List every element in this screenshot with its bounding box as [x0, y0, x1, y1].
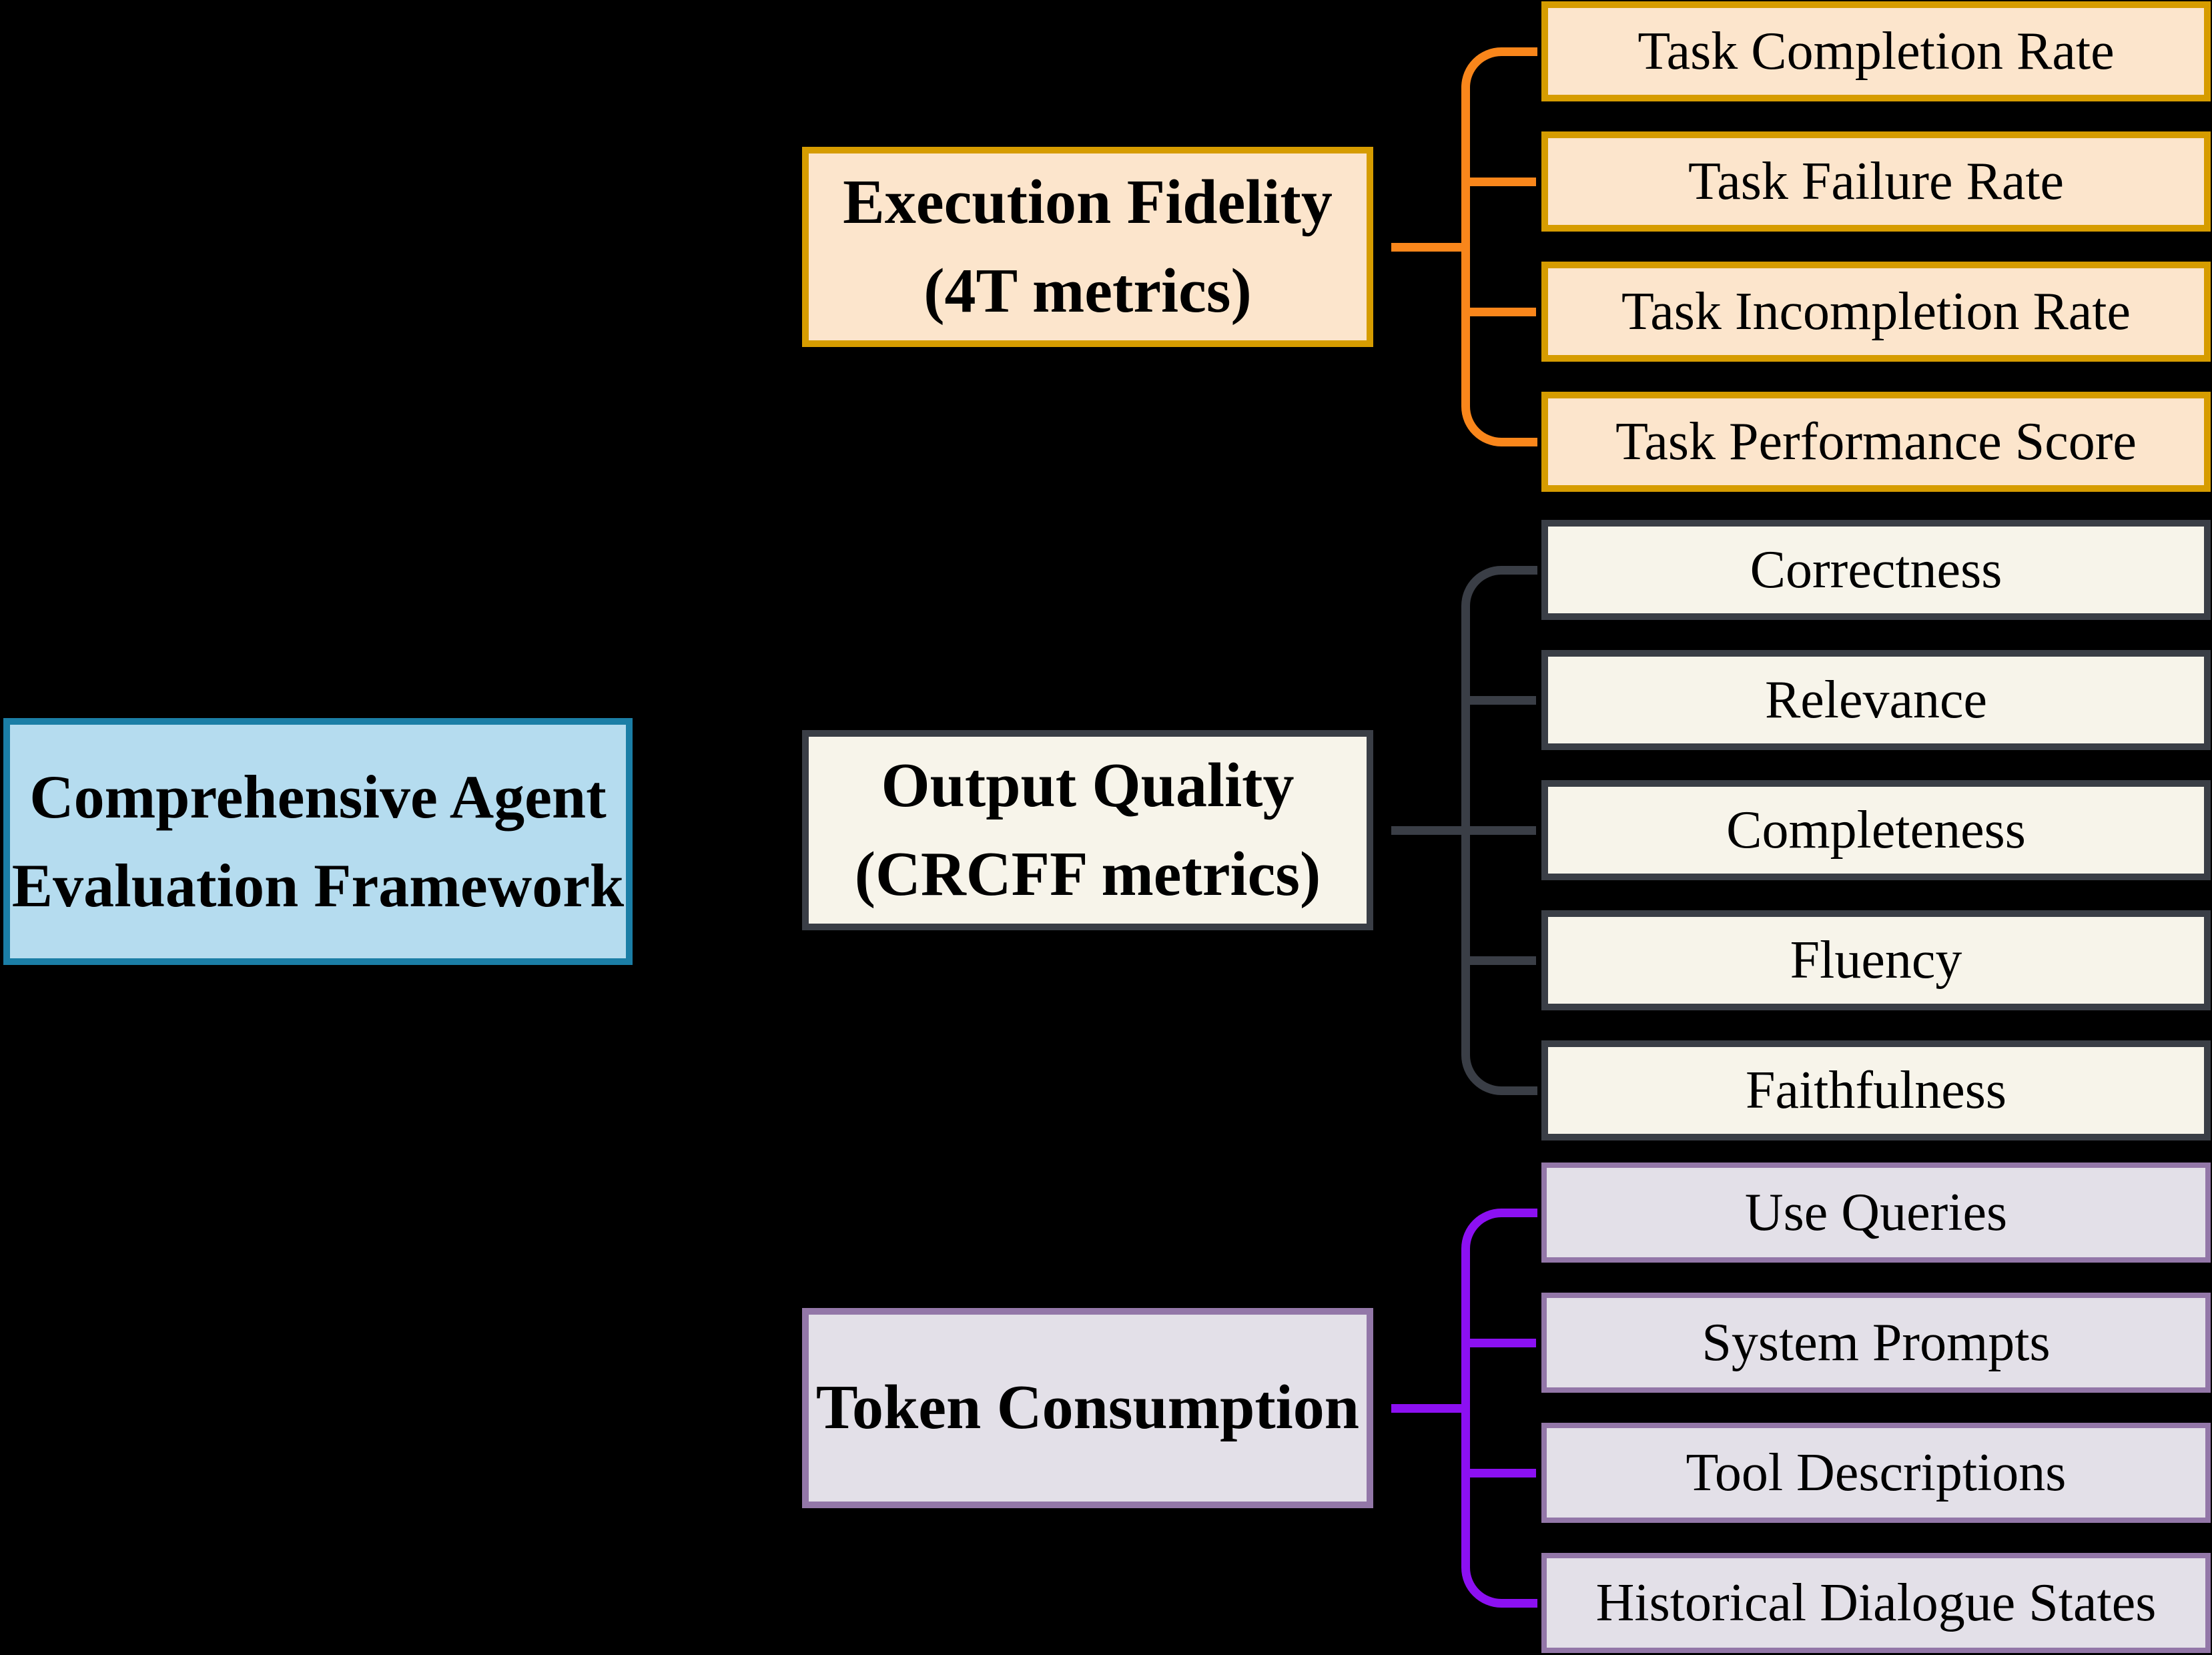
connector-stub-task-incompletion-rate	[1465, 308, 1536, 316]
leaf-node-fluency: Fluency	[1541, 910, 2211, 1010]
connector-stub-task-failure-rate	[1465, 178, 1536, 186]
category-label-line1: Output Quality	[881, 750, 1295, 820]
category-node-token-consumption: Token Consumption	[802, 1308, 1373, 1508]
connector-stub-relevance	[1465, 696, 1536, 705]
category-label-line2: (4T metrics)	[924, 256, 1252, 326]
leaf-node-task-incompletion-rate: Task Incompletion Rate	[1541, 262, 2211, 362]
connector-parent-stub-output-quality	[1391, 826, 1470, 835]
leaf-node-historical-dialogue-states: Historical Dialogue States	[1541, 1553, 2211, 1653]
root-node-comprehensive-agent-evaluation-framework: Comprehensive Agent Evaluation Framework	[3, 718, 633, 965]
leaf-node-completeness: Completeness	[1541, 780, 2211, 880]
connector-stub-fluency	[1465, 956, 1536, 965]
connector-bracket-token-consumption	[1461, 1209, 1537, 1608]
leaf-node-correctness: Correctness	[1541, 520, 2211, 620]
leaf-node-system-prompts: System Prompts	[1541, 1293, 2211, 1393]
category-node-output-quality: Output Quality (CRCFF metrics)	[802, 730, 1373, 930]
leaf-node-relevance: Relevance	[1541, 650, 2211, 750]
category-label-line2: (CRCFF metrics)	[854, 840, 1321, 909]
connector-stub-tool-descriptions	[1465, 1469, 1536, 1477]
connector-bracket-execution-fidelity	[1461, 47, 1537, 446]
root-label-line1: Comprehensive Agent	[29, 762, 607, 831]
category-node-execution-fidelity: Execution Fidelity (4T metrics)	[802, 147, 1373, 347]
connector-stub-completeness	[1465, 826, 1536, 835]
connector-stub-system-prompts	[1465, 1339, 1536, 1347]
leaf-node-tool-descriptions: Tool Descriptions	[1541, 1423, 2211, 1523]
leaf-node-task-failure-rate: Task Failure Rate	[1541, 131, 2211, 232]
leaf-node-faithfulness: Faithfulness	[1541, 1040, 2211, 1140]
category-label-line1: Token Consumption	[815, 1373, 1360, 1443]
root-label-line2: Evaluation Framework	[11, 852, 625, 920]
connector-parent-stub-token-consumption	[1391, 1404, 1470, 1413]
leaf-node-task-performance-score: Task Performance Score	[1541, 392, 2211, 492]
connector-parent-stub-execution-fidelity	[1391, 243, 1470, 252]
leaf-node-task-completion-rate: Task Completion Rate	[1541, 1, 2211, 101]
category-label-line1: Execution Fidelity	[843, 167, 1333, 237]
leaf-node-use-queries: Use Queries	[1541, 1163, 2211, 1263]
